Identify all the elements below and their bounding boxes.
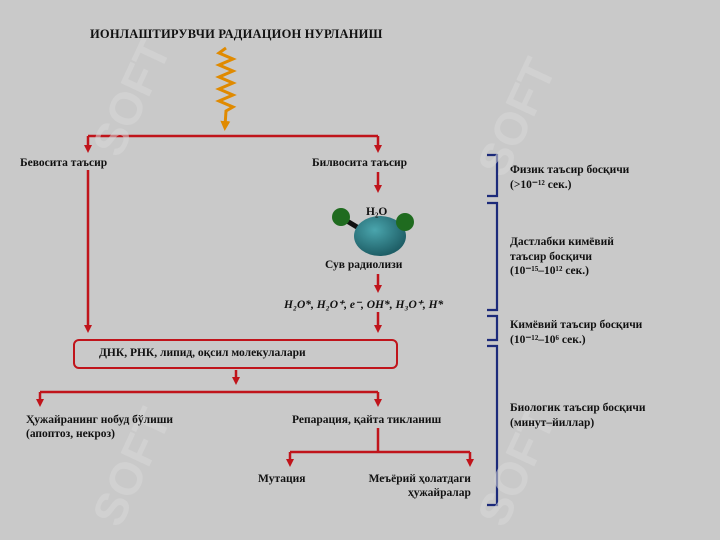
repair-label: Репарация, қайта тикланиш [292, 414, 442, 426]
indirect-effect-label: Билвосита таъсир [312, 157, 408, 169]
stage-early-chemical-name-2: таъсир босқичи [510, 250, 593, 263]
stage-biological: Биологик таъсир босқичи (минут–йиллар) [510, 401, 645, 430]
radiation-wave-arrow [215, 46, 237, 131]
stage-chemical-name: Кимёвий таъсир босқичи [510, 319, 643, 331]
bracket-chemical [487, 314, 499, 342]
stage-chemical-time: (10⁻¹²–10⁶ сек.) [510, 333, 586, 346]
bracket-early-chemical [487, 201, 499, 312]
cell-death-line1: Ҳужайранинг нобуд бўлиши [26, 414, 174, 426]
stage-early-chemical-name-1: Дастлабки кимёвий [510, 236, 614, 248]
diagram-title: ИОНЛАШТИРУВЧИ РАДИАЦИОН НУРЛАНИШ [90, 27, 383, 41]
mutation-label: Мутация [258, 473, 306, 485]
normal-cells-line1: Меъёрий ҳолатдаги [368, 473, 471, 485]
water-radiolysis-label: Сув радиолизи [325, 259, 403, 271]
stage-early-chemical: Дастлабки кимёвий таъсир босқичи (10⁻¹⁵–… [510, 235, 614, 279]
stage-physical-name: Физик таъсир босқичи [510, 164, 630, 176]
bracket-biological [487, 344, 499, 507]
molecules-label: ДНК, РНК, липид, оқсил молекулалари [99, 347, 306, 359]
stage-physical-time: (>10⁻¹² сек.) [510, 178, 572, 191]
normal-cells-label: Меъёрий ҳолатдаги ҳужайралар [360, 472, 471, 500]
water-formula-label: H₂O [366, 206, 388, 218]
stage-biological-name: Биологик таъсир босқичи [510, 402, 646, 414]
water-molecule-icon [332, 208, 414, 256]
normal-cells-line2: ҳужайралар [408, 487, 471, 499]
radicals-label: H₂O*, H₂O⁺, e⁻, OH*, H₃O⁺, H* [284, 299, 444, 311]
bracket-physical [487, 153, 499, 198]
stage-chemical: Кимёвий таъсир босқичи (10⁻¹²–10⁶ сек.) [510, 318, 642, 347]
molecules-box: ДНК, РНК, липид, оқсил молекулалари [73, 339, 398, 369]
cell-death-label: Ҳужайранинг нобуд бўлиши (апоптоз, некро… [26, 413, 173, 441]
direct-effect-label: Бевосита таъсир [20, 157, 108, 169]
stage-biological-time: (минут–йиллар) [510, 416, 595, 429]
stage-early-chemical-time: (10⁻¹⁵–10¹² сек.) [510, 265, 589, 277]
cell-death-line2: (апоптоз, некроз) [26, 428, 116, 440]
stage-physical: Физик таъсир босқичи (>10⁻¹² сек.) [510, 163, 629, 192]
